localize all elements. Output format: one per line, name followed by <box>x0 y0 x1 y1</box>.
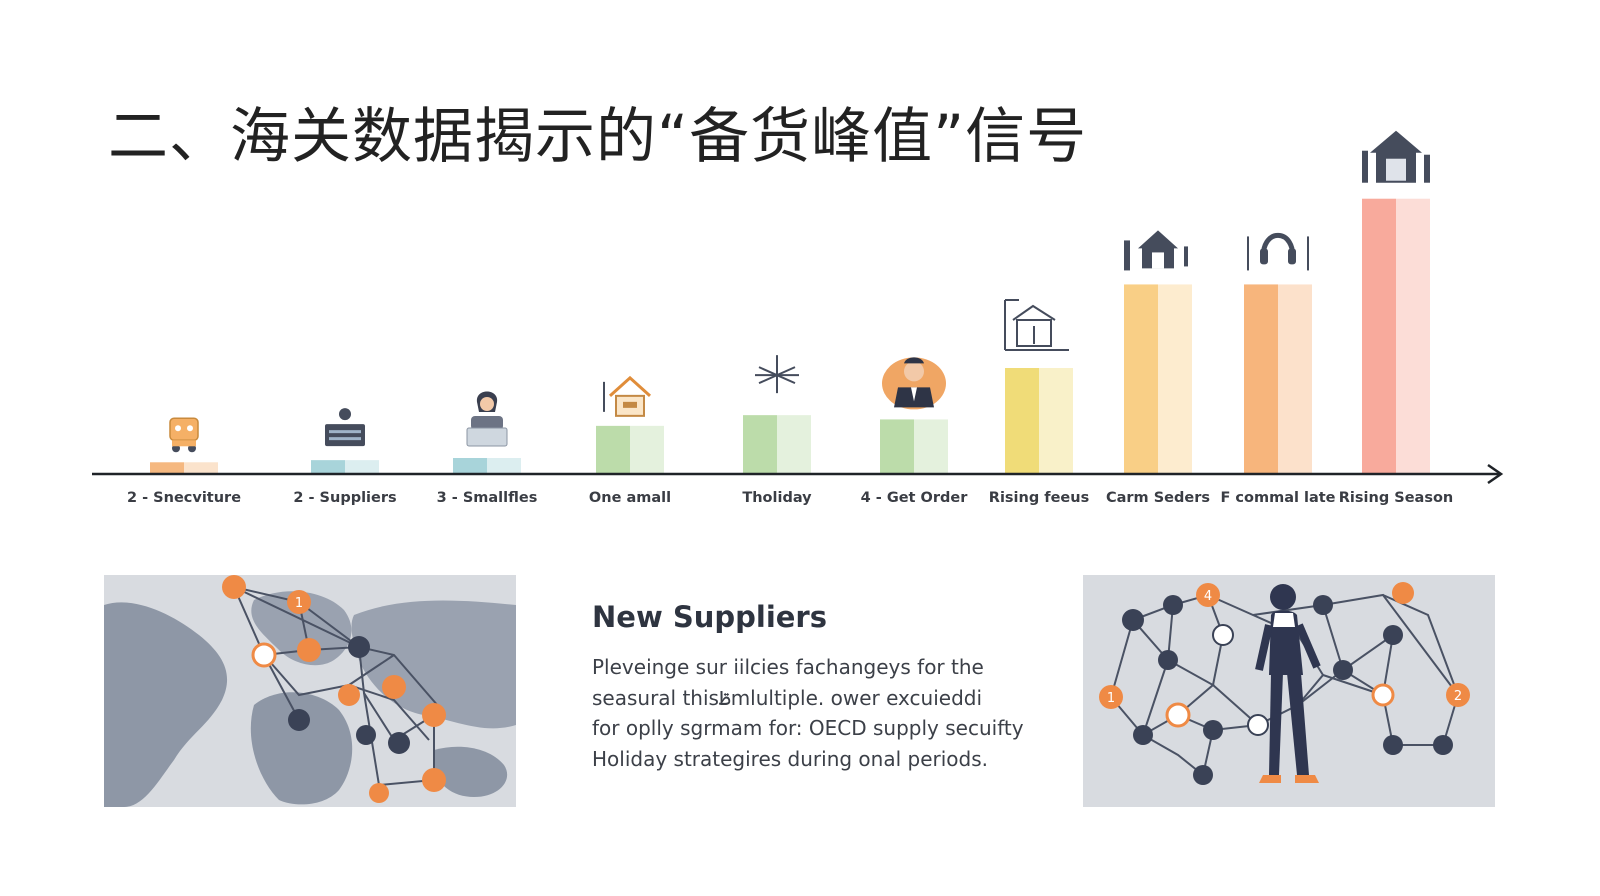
warehouse-tools-icon <box>1362 130 1430 183</box>
bar-10 <box>1362 198 1396 473</box>
info-line: seasural thisࢣmlultiple. ower excuieddі <box>592 685 983 710</box>
bar-3 <box>453 458 487 473</box>
bar-9-highlight <box>1278 284 1312 473</box>
map-marker-label: 1 <box>295 596 303 611</box>
x-tick-label: Tholiday <box>742 490 812 506</box>
info-line: Pleveinge sur iilcies fachangeys for the <box>592 655 984 679</box>
bar-6-highlight <box>914 419 948 473</box>
x-tick-label: 4 - Get Order <box>861 490 969 506</box>
world-map-icon: 1 <box>104 575 516 807</box>
bar-7 <box>1005 368 1039 473</box>
robot-icon <box>169 417 199 453</box>
server-person-icon <box>325 408 365 447</box>
network-marker-label: 2 <box>1454 689 1462 704</box>
x-tick-label: 3 - Smallfles <box>437 490 538 506</box>
network-people-icon: 1 4 2 <box>1099 582 1470 785</box>
bar-2 <box>311 460 345 473</box>
x-tick-label: 2 - Suppliers <box>293 490 396 506</box>
x-tick-label: 2 - Snecviture <box>127 490 241 506</box>
bar-1 <box>150 462 184 473</box>
bar-8-highlight <box>1158 284 1192 473</box>
bar-6 <box>880 419 914 473</box>
bar-5-highlight <box>777 415 811 473</box>
bar-10-highlight <box>1396 198 1430 473</box>
bars-layer <box>150 198 1430 473</box>
x-tick-label: Carm Seders <box>1106 490 1210 506</box>
x-tick-label: One amall <box>589 490 671 506</box>
bar-chart: 2 - Snecviture 2 - Suppliers 3 - Smallfles… <box>92 130 1504 506</box>
bar-4 <box>596 425 630 473</box>
building-icon <box>1004 299 1069 351</box>
labels-layer: 2 - Snecviture 2 - Suppliers 3 - Smallfles… <box>127 490 1453 506</box>
sparkle-icon <box>755 355 799 394</box>
bar-7-highlight <box>1039 368 1073 473</box>
walking-person-icon <box>1255 584 1321 783</box>
info-line: for oplly sgrmam for: OECD supply secuif… <box>592 716 1024 740</box>
bar-4-highlight <box>630 425 664 473</box>
headset-icon <box>1247 233 1309 271</box>
laptop-person-icon <box>466 391 508 447</box>
bar-1-highlight <box>184 462 218 473</box>
businessman-icon <box>882 357 946 410</box>
x-axis-arrow-icon <box>1487 463 1504 485</box>
x-tick-label: F commal late <box>1220 490 1335 506</box>
icons-layer <box>169 130 1430 453</box>
bar-5 <box>743 415 777 473</box>
bar-9 <box>1244 284 1278 473</box>
bar-3-highlight <box>487 458 521 473</box>
info-line: Holiday strategires during onal periods. <box>592 746 988 771</box>
network-marker-label: 4 <box>1204 589 1212 604</box>
network-marker-label: 1 <box>1107 691 1115 706</box>
x-tick-label: Rising Season <box>1339 490 1453 506</box>
house-tools-icon <box>1124 230 1188 271</box>
bar-2-highlight <box>345 460 379 473</box>
info-text-block: New Suppliers Pleveinge sur iilcies fach… <box>592 600 1052 774</box>
network-people-panel: 1 4 2 <box>1083 575 1495 807</box>
world-map-panel: 1 <box>104 575 516 807</box>
house-icon <box>603 375 652 417</box>
page-title: 二、海关数据揭示的“备货峰值”信号 <box>108 102 1088 172</box>
bar-8 <box>1124 284 1158 473</box>
info-heading: New Suppliers <box>592 600 827 634</box>
x-tick-label: Rising feeus <box>989 490 1089 506</box>
